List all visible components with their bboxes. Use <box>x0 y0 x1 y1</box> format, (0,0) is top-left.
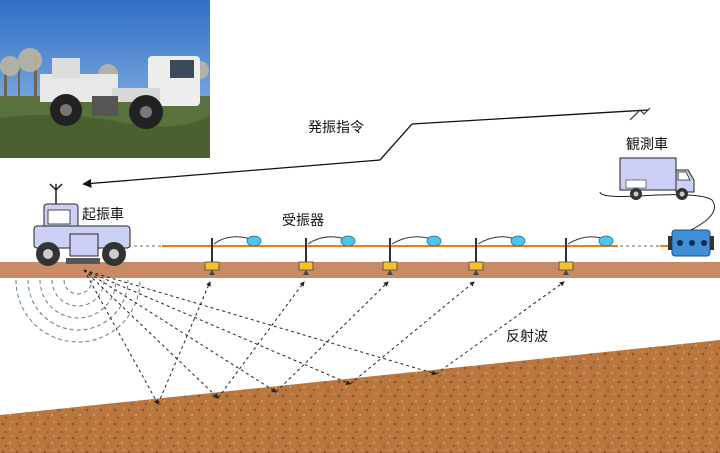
geophone-icon <box>382 238 398 275</box>
wave-circles <box>15 279 141 343</box>
command-label: 発振指令 <box>308 120 364 136</box>
reflected-wave-rays <box>83 269 565 405</box>
geophone-icon <box>558 238 574 275</box>
geophone-icon <box>204 238 220 275</box>
signal-bolt-icon <box>82 109 649 188</box>
ground-surface <box>0 262 720 278</box>
recorder-box-icon <box>668 229 714 257</box>
sensor-node-icon <box>567 235 614 247</box>
reflected-waves-label: 反射波 <box>506 329 548 345</box>
sensor-node-icon <box>213 235 262 247</box>
subsurface-layer <box>0 340 720 453</box>
vibrator-vehicle-label: 起振車 <box>82 207 124 223</box>
receiver-antenna-icon <box>629 107 651 121</box>
vibroseis-photo <box>0 0 210 158</box>
geophone-icon <box>468 238 484 275</box>
geophone-icon <box>298 238 314 275</box>
observation-vehicle-icon <box>619 157 695 200</box>
sensor-node-icon <box>307 235 356 247</box>
observation-vehicle-label: 観測車 <box>626 137 668 153</box>
recorder-cable <box>599 191 715 231</box>
sensor-node-icon <box>391 235 442 247</box>
geophones-label: 受振器 <box>282 213 324 229</box>
vibrator-vehicle-icon <box>33 183 131 266</box>
sensor-node-icon <box>477 235 526 247</box>
